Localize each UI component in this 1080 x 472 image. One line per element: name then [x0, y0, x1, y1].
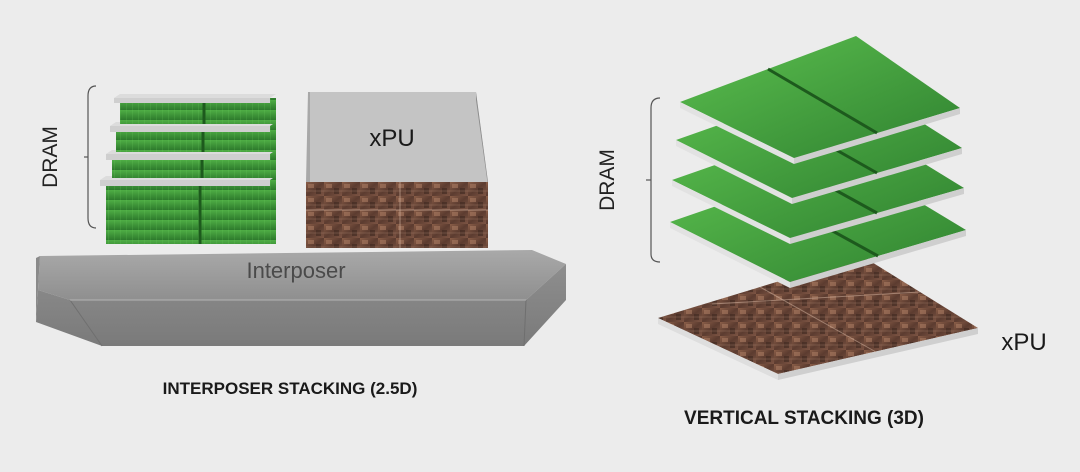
dram-layer: [680, 36, 960, 164]
dram-stack-right: [670, 36, 966, 288]
dram-layer: [114, 94, 276, 124]
interposer-caption: INTERPOSER STACKING (2.5D): [163, 379, 418, 398]
dram-bracket-right: [646, 97, 661, 263]
xpu-plate-right: [658, 256, 978, 380]
interposer-slab: [36, 250, 566, 347]
interposer-panel: DRAM: [36, 85, 566, 398]
dram-layer: [110, 122, 276, 152]
xpu-label-left: xPU: [369, 125, 414, 152]
dram-layer: [106, 150, 276, 178]
vertical-panel: DRAM xPU: [596, 36, 1047, 429]
interposer-label: Interposer: [246, 258, 345, 283]
xpu-label-right: xPU: [1001, 329, 1046, 356]
xpu-block-left: [306, 92, 488, 248]
dram-stack-left: [100, 94, 276, 244]
dram-layer: [100, 176, 276, 244]
dram-label-right: DRAM: [596, 149, 619, 211]
vertical-caption: VERTICAL STACKING (3D): [684, 408, 924, 429]
dram-bracket-left: [84, 85, 97, 229]
dram-label-left: DRAM: [39, 126, 62, 188]
